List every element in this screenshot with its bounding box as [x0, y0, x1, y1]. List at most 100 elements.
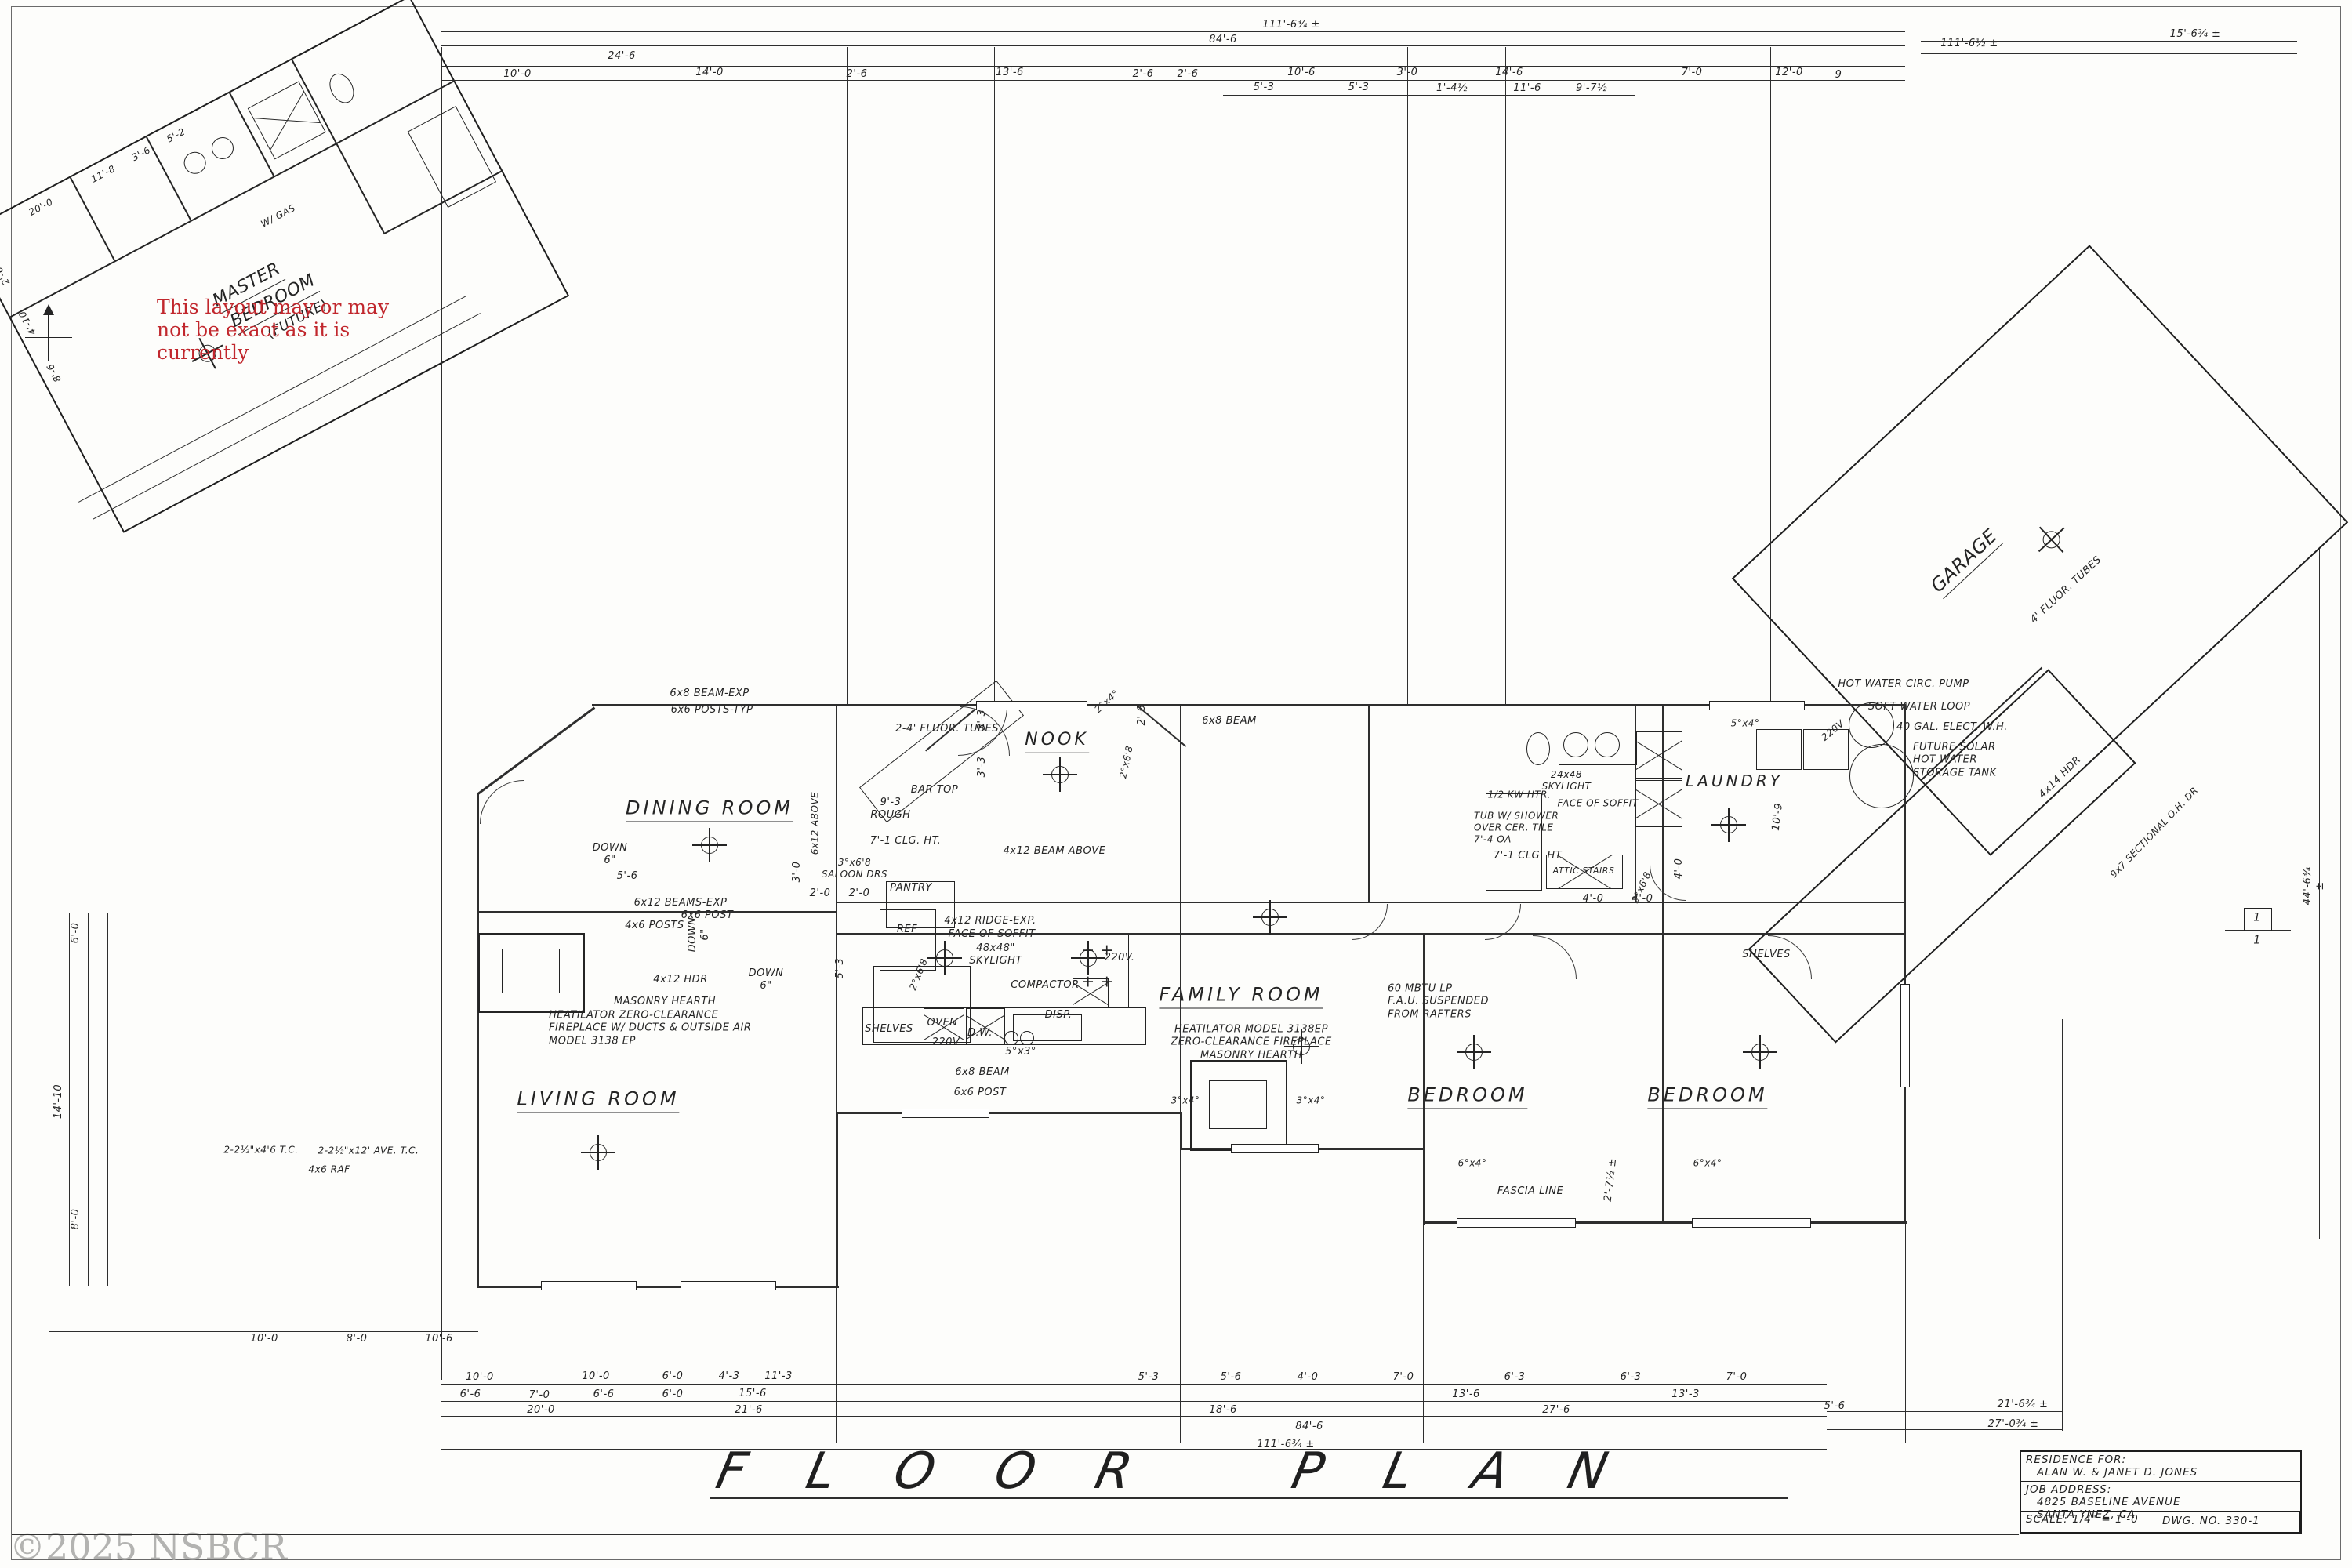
- annotation: 2-2½"x4'6 T.C.: [223, 1144, 299, 1156]
- dim-line: [836, 933, 1904, 935]
- wall-line: [477, 793, 479, 1287]
- dimension-label: 6'-0: [662, 1370, 684, 1382]
- wing-partition: [69, 177, 115, 261]
- dim-line: [441, 1401, 1827, 1402]
- dimension-label: 6'-3: [1504, 1370, 1526, 1383]
- annotation: 6x8 BEAM: [955, 1065, 1010, 1078]
- dimension-label: 7'-0: [1392, 1370, 1414, 1383]
- dimension-label: 3'-3: [975, 756, 988, 778]
- annotation: COMPACTOR: [1011, 978, 1080, 991]
- wall-line: [836, 1112, 1181, 1114]
- annotation: 5°x4°: [1730, 717, 1760, 729]
- window-symbol: [1900, 984, 1910, 1087]
- dimension-label: 21'-6: [735, 1403, 763, 1416]
- annotation: 2-2½"x12' AVE. T.C.: [318, 1145, 419, 1156]
- annotation: 2-4' FLUOR. TUBES: [895, 722, 1000, 735]
- dimension-label: 5'-6: [1220, 1370, 1242, 1383]
- dimension-label: 111'-6¾ ±: [1257, 1438, 1315, 1450]
- dim-line: [441, 1384, 1827, 1385]
- dim-line: [441, 47, 442, 1380]
- annotation: DOWN 6": [686, 916, 711, 953]
- annotation: GARAGE: [1926, 524, 2004, 600]
- dim-line: [1921, 53, 2297, 54]
- door-swing-arc: [1650, 865, 1686, 901]
- annotation: 220V.: [1104, 951, 1135, 964]
- fixture-rect: [2244, 908, 2272, 931]
- annotation: 48x48" SKYLIGHT: [969, 942, 1022, 967]
- north-arrow-icon: [24, 304, 74, 364]
- dimension-label: 5'-6: [616, 869, 638, 882]
- dimension-label: 13'-6: [1452, 1388, 1480, 1400]
- fixture-rect: [886, 881, 955, 928]
- dim-line: [1921, 41, 2297, 42]
- dimension-label: 5'-3: [1253, 81, 1275, 93]
- round-fixture: [1849, 702, 1894, 748]
- dimension-label: 111'-6¾ ±: [1262, 18, 1320, 31]
- dimension-label: 5'-6: [1824, 1399, 1846, 1412]
- dim-line: [441, 66, 1905, 67]
- dimension-label: 6'-3: [1620, 1370, 1642, 1383]
- annotation: 4x12 BEAM ABOVE: [1003, 844, 1106, 857]
- fixture-rect: [880, 909, 936, 971]
- annotation: SHELVES: [1742, 948, 1791, 960]
- dim-line: [1368, 704, 1370, 903]
- dim-line: [1180, 704, 1181, 1113]
- dimension-label: 21'-6¾ ±: [1997, 1398, 2049, 1410]
- door-swing-arc: [1352, 904, 1388, 940]
- dim-line: [477, 911, 837, 913]
- annotation: BAR TOP: [910, 783, 959, 796]
- wall-line: [1904, 704, 1906, 1223]
- dimension-label: 15'-6: [739, 1387, 767, 1399]
- annotation: MASONRY HEARTH: [613, 995, 717, 1007]
- dim-line: [2062, 1019, 2063, 1431]
- tub-fixture: [407, 106, 497, 208]
- dimension-label: 3'-0: [1397, 67, 1418, 79]
- annotation: HOT WATER CIRC. PUMP: [1838, 677, 1969, 690]
- annotation: W/ GAS: [259, 201, 298, 230]
- wall-line: [592, 704, 1905, 706]
- round-fixture: [1004, 1031, 1018, 1045]
- dimension-label: 4'-3: [718, 1370, 740, 1382]
- annotation: 3'-6: [129, 144, 153, 164]
- annotation: DOWN 6": [748, 967, 784, 992]
- drawing-title: FLOOR PLAN: [711, 1443, 1674, 1501]
- dim-line: [49, 1331, 478, 1332]
- fixture-rect: [502, 949, 560, 993]
- dim-line: [836, 704, 837, 1115]
- dim-line: [1827, 1429, 2062, 1430]
- annotation: 4x12 HDR: [653, 973, 708, 985]
- door-swing-arc: [1485, 904, 1521, 940]
- dim-line: [1905, 1223, 1906, 1443]
- room-label: LAUNDRY: [1686, 771, 1783, 793]
- annotation: FACE OF SOFFIT: [1557, 797, 1639, 809]
- dimension-label: 27'-6: [1542, 1403, 1570, 1416]
- annotation: 4x12 RIDGE-EXP.: [944, 914, 1036, 927]
- window-symbol: [1709, 701, 1805, 710]
- job-address-line2: SANTA YNEZ, CA: [2037, 1508, 2136, 1521]
- wall-line: [710, 1497, 1788, 1499]
- dim-line: [1423, 1223, 1424, 1443]
- annotation: REF: [896, 923, 918, 935]
- fixture-rect: [1803, 729, 1849, 770]
- annotation: 9x7 SECTIONAL O.H. DR: [2107, 784, 2201, 880]
- dimension-label: 24'-6: [608, 49, 636, 62]
- dim-line: [1827, 1411, 2062, 1412]
- dim-line: [836, 902, 1904, 903]
- dim-line: [2319, 549, 2320, 1239]
- fixture-rect: [1486, 793, 1542, 891]
- dimension-label: 6'-0: [69, 922, 82, 944]
- room-label: BEDROOM: [1407, 1083, 1528, 1109]
- dimension-label: 5'-3: [1138, 1370, 1160, 1383]
- annotation: 6x6 POST: [953, 1086, 1007, 1098]
- dimension-label: 18'-6: [1209, 1403, 1237, 1416]
- annotation: 7'-1 CLG. HT.: [1493, 849, 1565, 862]
- sink-fixture: [208, 133, 238, 163]
- fixture-rect: [1756, 729, 1802, 770]
- residence-name: ALAN W. & JANET D. JONES: [2037, 1466, 2198, 1479]
- dimension-label: 2'-6: [846, 67, 868, 80]
- annotation: 11'-8: [89, 162, 118, 185]
- dimension-label: 20'-0: [527, 1403, 555, 1416]
- dimension-label: 12'-0: [1775, 66, 1803, 78]
- window-symbol: [976, 701, 1087, 710]
- dimension-label: 8'-0: [69, 1208, 82, 1230]
